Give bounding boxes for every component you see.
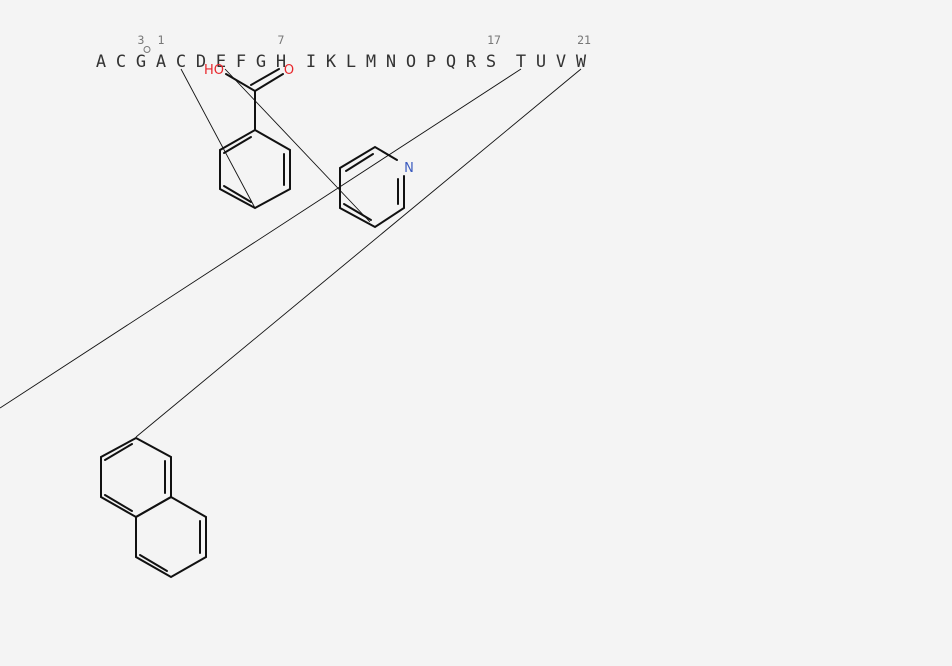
residue: O xyxy=(406,52,416,72)
nitrogen-label: N xyxy=(404,161,414,176)
position-label: 17 xyxy=(487,33,501,47)
residue: M xyxy=(366,52,376,72)
position-label: 3 xyxy=(138,33,145,47)
residue: S xyxy=(486,52,496,72)
residue: C xyxy=(176,52,186,72)
pyridine-structure: N xyxy=(339,145,414,229)
connector-line xyxy=(0,68,522,409)
residue: D xyxy=(196,52,206,72)
residue: I xyxy=(306,52,316,72)
residue: R xyxy=(466,52,477,72)
residue: H xyxy=(276,52,286,72)
residue: L xyxy=(346,52,356,72)
residue: A xyxy=(96,52,106,72)
hydroxyl-label: HO xyxy=(204,63,224,78)
connector-lines xyxy=(0,68,582,438)
position-label: 21 xyxy=(577,33,591,47)
residue: A xyxy=(156,52,166,72)
residue: N xyxy=(386,52,396,72)
residue: G xyxy=(136,52,146,72)
connector-line xyxy=(135,68,582,438)
residue: T xyxy=(516,52,526,72)
position-label: 1 xyxy=(158,33,165,47)
position-labels: 3 1 7 17 21 xyxy=(138,33,591,47)
residue: C xyxy=(116,52,126,72)
position-label: 7 xyxy=(278,33,285,47)
residue: E xyxy=(216,52,226,72)
modification-marker-icon xyxy=(143,46,151,53)
naphthalene-structure xyxy=(100,436,207,579)
connector-line xyxy=(224,68,371,223)
residue: W xyxy=(576,52,587,72)
benzoic-acid-structure: HO O xyxy=(204,63,294,210)
carbonyl-oxygen-label: O xyxy=(284,63,294,78)
residue: V xyxy=(556,52,566,72)
residue: K xyxy=(326,52,337,72)
residue: G xyxy=(256,52,266,72)
residue: P xyxy=(426,52,436,72)
residue: Q xyxy=(446,52,456,72)
sequence-row: A C G A C D E F G H I K L M N O P Q R S … xyxy=(96,52,587,72)
residue: F xyxy=(236,52,246,72)
residue: U xyxy=(536,52,546,72)
connector-line xyxy=(180,68,256,209)
